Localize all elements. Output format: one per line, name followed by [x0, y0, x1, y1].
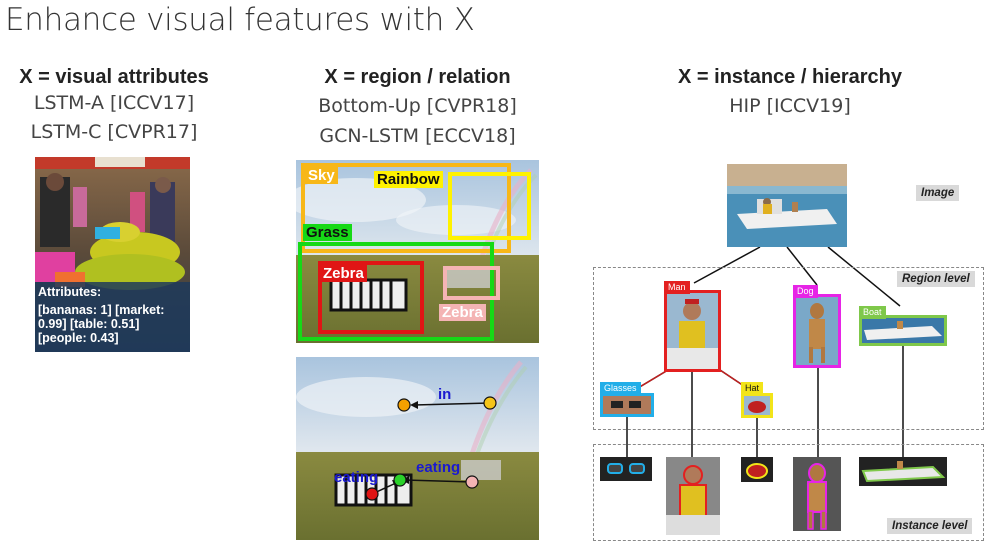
instance-level-box — [593, 444, 984, 541]
region-level-box — [593, 267, 984, 430]
zebra-box-red — [318, 261, 424, 334]
hat-tag: Hat — [741, 382, 764, 395]
instance-level-label: Instance level — [887, 518, 973, 534]
relation-eating-label-2: eating — [334, 469, 379, 486]
zebra-box-pink — [443, 266, 500, 300]
col1-ref-2: LSTM-C [CVPR17] — [30, 121, 198, 143]
boat-image — [727, 164, 847, 247]
sky-tag: Sky — [305, 167, 338, 184]
dog-tag: Dog — [793, 285, 818, 298]
sky-node — [397, 398, 411, 412]
relation-in-label: in — [438, 386, 452, 403]
col2-ref-2: GCN-LSTM [ECCV18] — [319, 125, 516, 147]
attribute-line: [people: 0.43] — [38, 331, 119, 345]
man-tag: Man — [664, 281, 690, 294]
grass-node — [393, 473, 407, 487]
hat-region — [741, 393, 773, 418]
rainbow-node — [483, 396, 497, 410]
man-region — [664, 290, 721, 372]
zebra-node-red — [365, 487, 379, 501]
attributes-label: Attributes: — [38, 285, 102, 299]
image-level-label: Image — [916, 185, 960, 201]
market-scene — [35, 157, 190, 352]
slide-title: Enhance visual features with X — [5, 2, 475, 38]
region-level-label: Region level — [897, 271, 975, 287]
relation-eating-label-1: eating — [416, 459, 461, 476]
region-photo: Sky Rainbow Grass Zebra Zebra — [296, 160, 539, 343]
hat-instance — [741, 457, 773, 482]
boat-region — [859, 315, 947, 346]
col3-heading: X = instance / hierarchy — [678, 66, 902, 88]
zebra-tag-pink: Zebra — [439, 304, 486, 321]
dog-region — [793, 294, 841, 368]
attribute-line: [bananas: 1] [market: — [38, 303, 165, 317]
grass-box — [298, 242, 494, 341]
col2-heading: X = region / relation — [324, 66, 511, 88]
relation-scene — [296, 357, 539, 540]
glasses-tag: Glasses — [600, 382, 641, 395]
rainbow-tag: Rainbow — [374, 171, 443, 188]
zebra-node-pink — [465, 475, 479, 489]
boat-tag: Boat — [859, 306, 886, 319]
zebra-tag-red: Zebra — [320, 265, 367, 282]
dog-instance — [793, 457, 841, 531]
glasses-region — [600, 393, 654, 417]
attribute-line: 0.99] [table: 0.51] — [38, 317, 140, 331]
market-photo: Attributes: [bananas: 1] [market: 0.99] … — [35, 157, 190, 352]
col2-ref-1: Bottom-Up [CVPR18] — [318, 95, 517, 117]
glasses-instance — [600, 457, 652, 481]
col1-heading: X = visual attributes — [19, 66, 209, 88]
relation-photo: in eating eating — [296, 357, 539, 540]
col1-ref-1: LSTM-A [ICCV17] — [33, 92, 195, 114]
man-instance — [666, 457, 720, 535]
rainbow-box — [448, 172, 531, 240]
sky-box — [301, 163, 511, 253]
boat-instance — [859, 457, 947, 486]
grass-tag: Grass — [303, 224, 352, 241]
col3-ref-1: HIP [ICCV19] — [729, 95, 851, 117]
